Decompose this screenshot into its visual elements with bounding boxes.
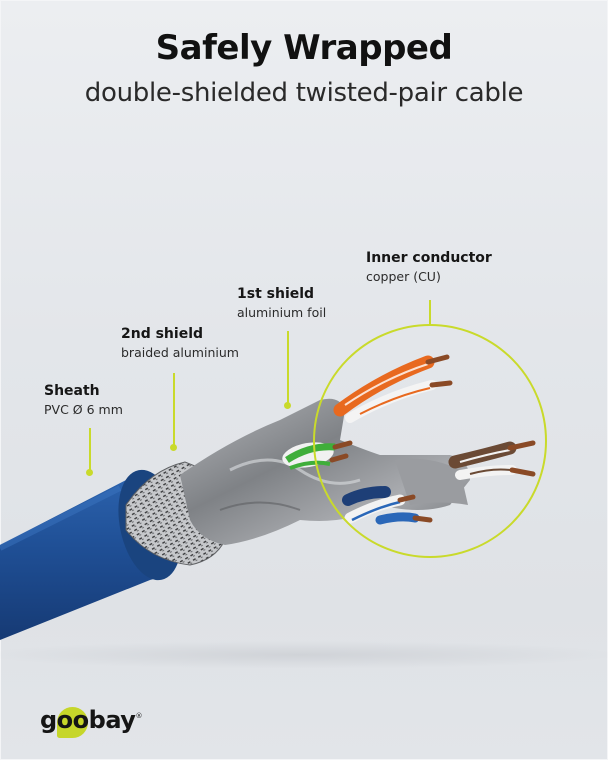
callout-sheath: Sheath PVC Ø 6 mm [44, 382, 123, 420]
second-shield-leader-dot [170, 444, 177, 451]
logo-wordmark: goobay [40, 706, 136, 734]
sheath-leader-dot [86, 469, 93, 476]
callout-title: 2nd shield [121, 326, 204, 342]
first-shield-leader-line [287, 331, 289, 406]
brown-wire-pair [448, 440, 536, 480]
callout-title: Sheath [44, 383, 100, 399]
callout-detail: braided aluminium [121, 345, 239, 360]
first-shield-leader-dot [284, 402, 291, 409]
callout-first-shield: 1st shield aluminium foil [237, 285, 326, 323]
registered-mark: ® [135, 712, 143, 720]
orange-wire-pair [333, 354, 453, 423]
inner-conductor-leader-line [429, 300, 431, 326]
blue-wire-pair [342, 486, 433, 525]
callout-title: Inner conductor [366, 250, 492, 266]
foil-shield-shape [180, 398, 470, 545]
second-shield-leader-line [173, 373, 175, 447]
callout-detail: aluminium foil [237, 305, 327, 320]
callout-second-shield: 2nd shield braided aluminium [121, 325, 239, 363]
page-title: Safely Wrapped [155, 28, 453, 68]
goobay-logo: goobay ® [40, 703, 143, 738]
callout-detail: copper (CU) [366, 269, 441, 284]
logo-speech-bubble-icon [57, 707, 88, 738]
green-wire-pair [282, 440, 353, 470]
sheath-leader-line [89, 428, 91, 472]
callout-inner-conductor: Inner conductor copper (CU) [366, 249, 492, 287]
callout-detail: PVC Ø 6 mm [44, 402, 123, 417]
callout-title: 1st shield [237, 286, 315, 302]
page-subtitle: double-shielded twisted-pair cable [84, 78, 524, 108]
